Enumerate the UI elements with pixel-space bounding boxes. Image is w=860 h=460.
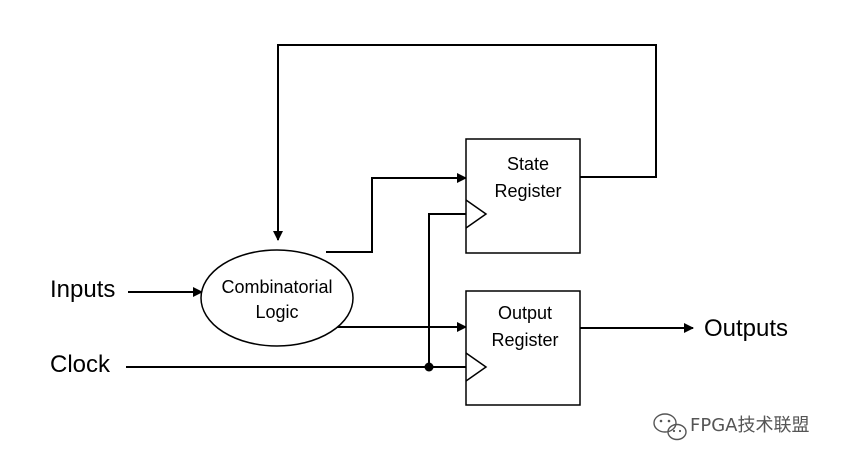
wechat-icon [653,413,687,441]
output-register-block [465,290,581,406]
state-register-clock-triangle [465,199,488,229]
output-register-label-line1: Output [498,303,552,323]
state-register-label-line1: State [507,154,549,174]
state-register-block [465,138,581,254]
combinatorial-logic-block [200,249,354,347]
watermark-text: FPGA技术联盟 [690,415,809,436]
output-register-label-line2: Register [491,330,558,350]
inputs-label: Inputs [50,276,115,303]
output-register-clock-triangle [465,352,488,382]
logic-label-line1: Combinatorial [221,277,332,297]
feedback-wire [273,44,657,241]
clock-label: Clock [50,351,111,378]
clock-branch-wire [428,213,466,367]
state-register-label-line2: Register [494,181,561,201]
clock-junction-dot [424,362,434,372]
logic-to-state-wire [326,173,467,253]
outputs-label: Outputs [704,315,788,342]
logic-label-line2: Logic [255,302,298,322]
